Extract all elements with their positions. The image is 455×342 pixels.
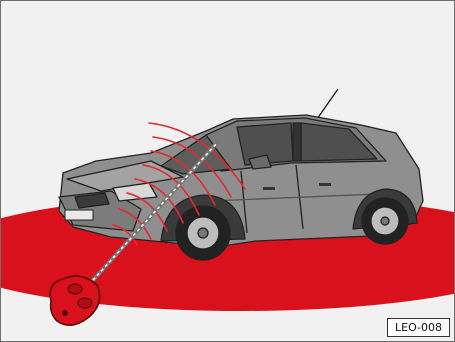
- antenna: [317, 89, 338, 119]
- figure-reference-label: LEO-008: [387, 318, 450, 337]
